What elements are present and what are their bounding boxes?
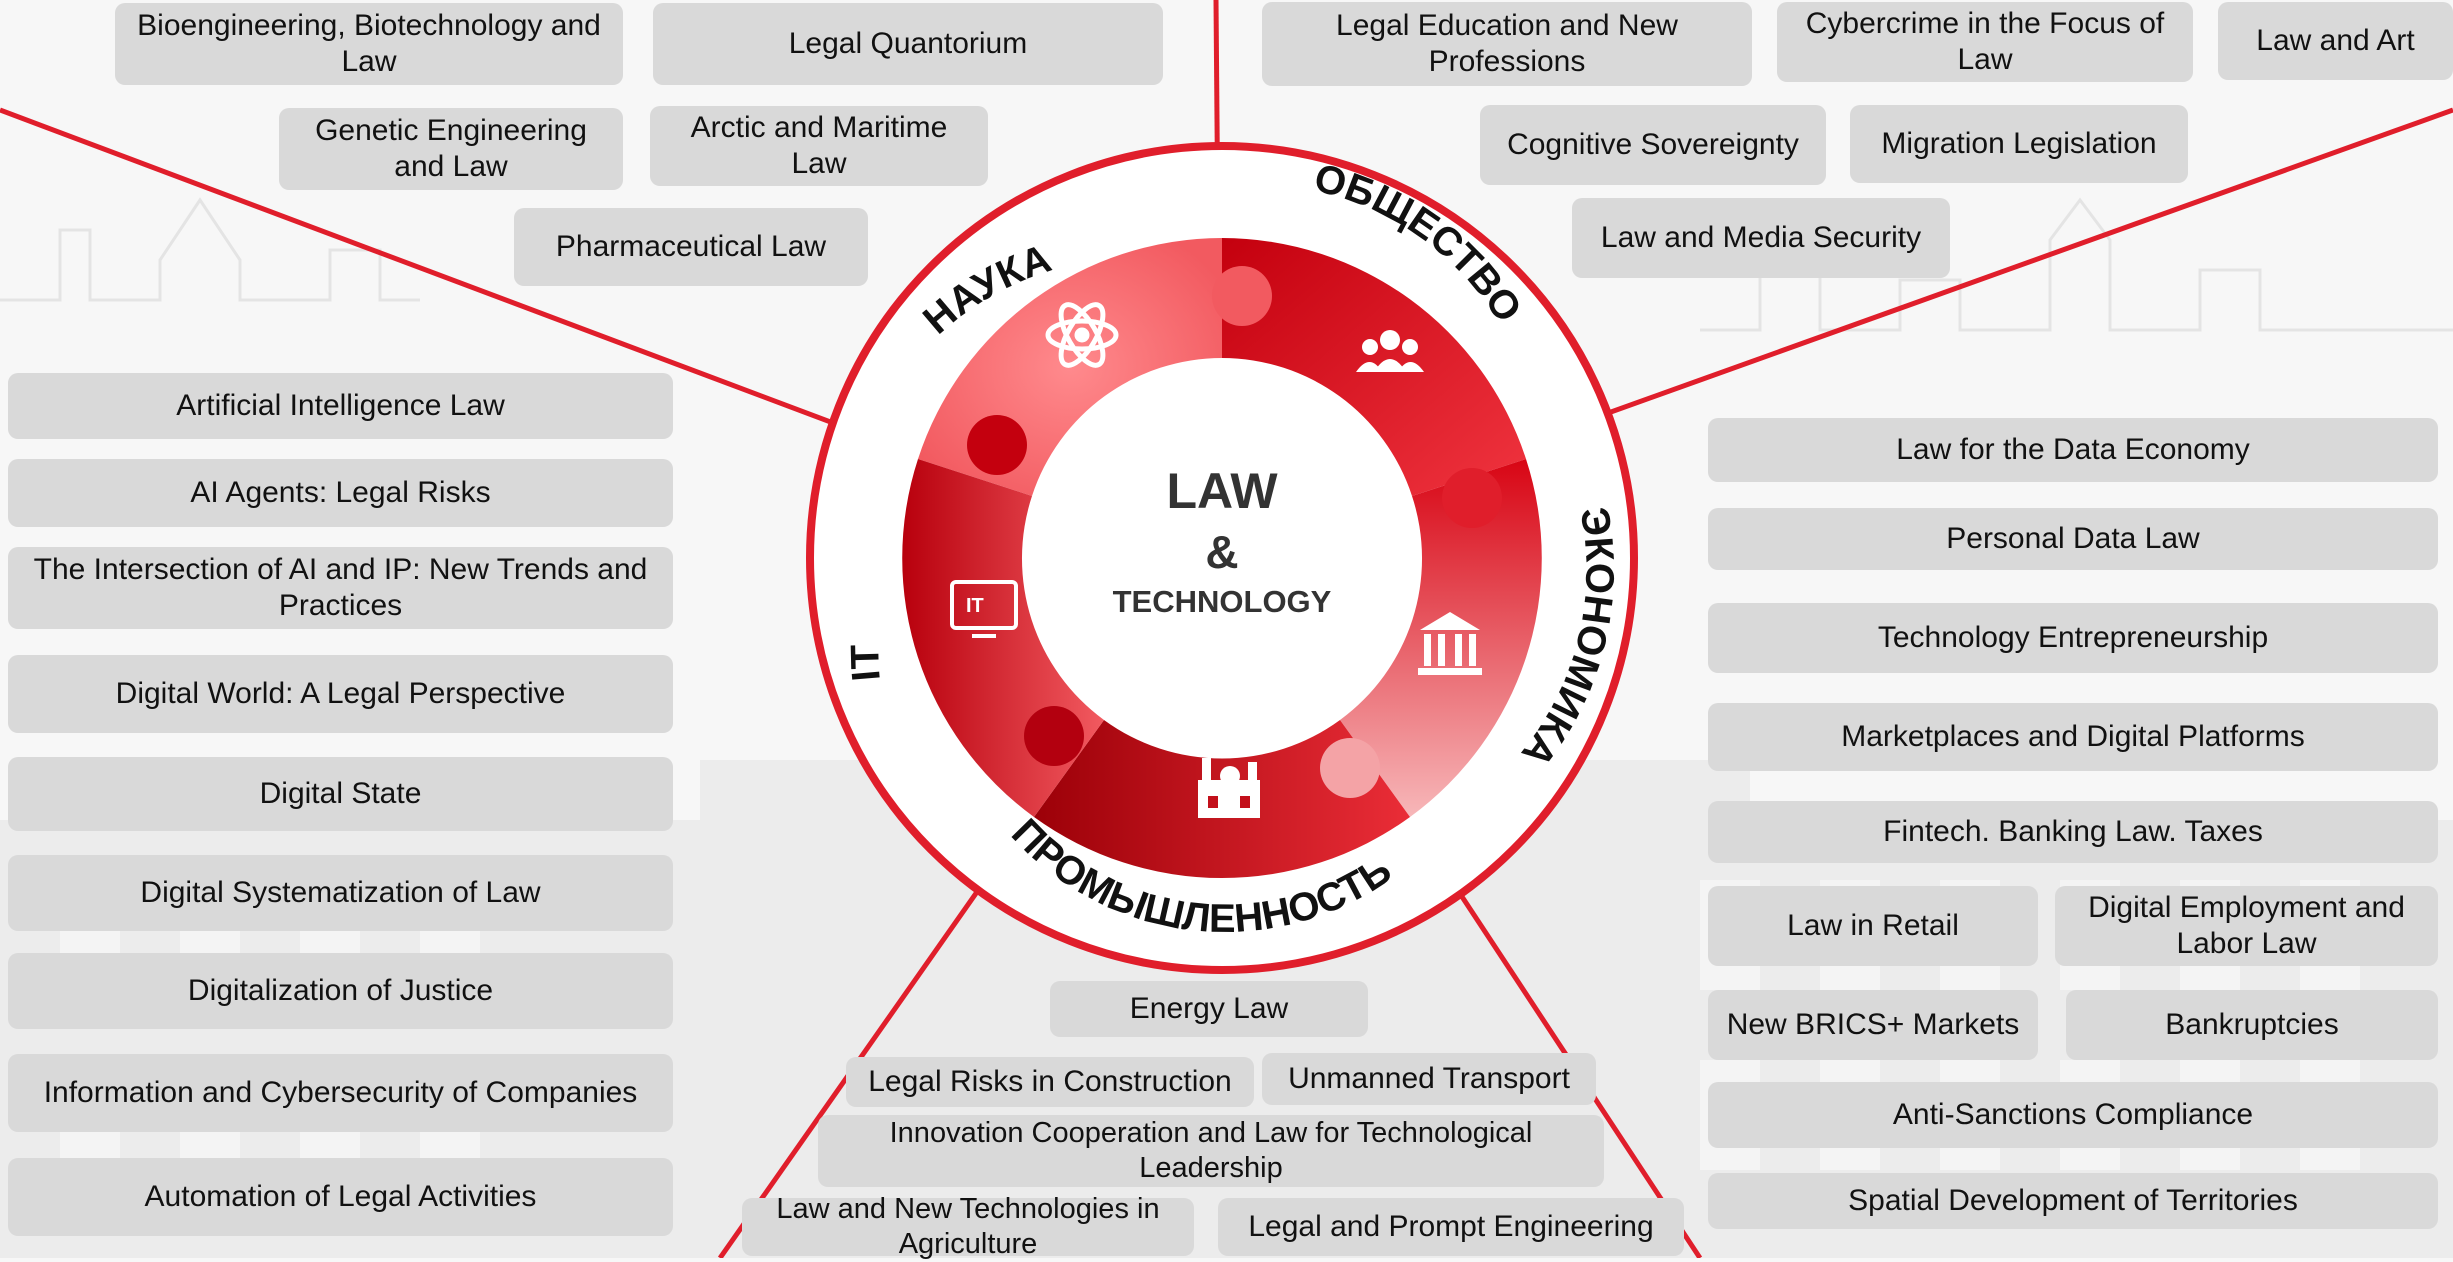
- topic-ai-law: Artificial Intelligence Law: [8, 373, 673, 439]
- topic-construction-risks: Legal Risks in Construction: [846, 1057, 1254, 1107]
- topic-law-and-art: Law and Art: [2218, 2, 2453, 80]
- topic-bioengineering: Bioengineering, Biotechnology and Law: [115, 3, 623, 85]
- topic-innovation-cooperation: Innovation Cooperation and Law for Techn…: [818, 1115, 1604, 1187]
- topic-spatial-development: Spatial Development of Territories: [1708, 1173, 2438, 1229]
- topic-fintech: Fintech. Banking Law. Taxes: [1708, 801, 2438, 863]
- topic-migration-legislation: Migration Legislation: [1850, 105, 2188, 183]
- it-monitor-icon: IT: [950, 580, 1018, 638]
- topic-digital-state: Digital State: [8, 757, 673, 831]
- topic-cybersecurity-companies: Information and Cybersecurity of Compani…: [8, 1054, 673, 1132]
- topic-digital-employment: Digital Employment and Labor Law: [2055, 886, 2438, 966]
- topic-cybercrime: Cybercrime in the Focus of Law: [1777, 2, 2193, 82]
- bank-icon: [1418, 612, 1482, 675]
- topic-marketplaces: Marketplaces and Digital Platforms: [1708, 703, 2438, 771]
- topic-law-media-security: Law and Media Security: [1572, 198, 1950, 278]
- topic-anti-sanctions: Anti-Sanctions Compliance: [1708, 1082, 2438, 1148]
- topic-automation-legal: Automation of Legal Activities: [8, 1158, 673, 1236]
- topic-energy-law: Energy Law: [1050, 981, 1368, 1037]
- topic-digital-systematization: Digital Systematization of Law: [8, 855, 673, 931]
- topic-cognitive-sovereignty: Cognitive Sovereignty: [1480, 105, 1826, 185]
- topic-ai-agents: AI Agents: Legal Risks: [8, 459, 673, 527]
- topic-digitalization-justice: Digitalization of Justice: [8, 953, 673, 1029]
- topic-genetic-engineering: Genetic Engineering and Law: [279, 108, 623, 190]
- sector-label-it: IT: [843, 644, 889, 683]
- center-title-law: LAW: [1166, 463, 1278, 519]
- topic-arctic-maritime: Arctic and Maritime Law: [650, 106, 988, 186]
- topic-digital-world: Digital World: A Legal Perspective: [8, 655, 673, 733]
- topic-legal-education: Legal Education and New Professions: [1262, 2, 1752, 86]
- topic-agriculture: Law and New Technologies in Agriculture: [742, 1193, 1194, 1260]
- topic-prompt-engineering: Legal and Prompt Engineering: [1218, 1198, 1684, 1256]
- topic-personal-data: Personal Data Law: [1708, 508, 2438, 570]
- factory-icon: [1198, 758, 1260, 818]
- topic-unmanned-transport: Unmanned Transport: [1262, 1053, 1596, 1105]
- topic-tech-entrepreneurship: Technology Entrepreneurship: [1708, 603, 2438, 673]
- topic-brics: New BRICS+ Markets: [1708, 990, 2038, 1060]
- topic-data-economy: Law for the Data Economy: [1708, 418, 2438, 482]
- topic-ai-ip: The Intersection of AI and IP: New Trend…: [8, 547, 673, 629]
- center-ampersand: &: [1205, 526, 1239, 578]
- atom-icon: [1045, 302, 1119, 368]
- topic-legal-quantorium: Legal Quantorium: [653, 3, 1163, 85]
- center-title-technology: TECHNOLOGY: [1112, 584, 1332, 619]
- topic-pharmaceutical-law: Pharmaceutical Law: [514, 208, 868, 286]
- svg-text:IT: IT: [966, 595, 984, 617]
- topic-law-retail: Law in Retail: [1708, 886, 2038, 966]
- topic-bankruptcies: Bankruptcies: [2066, 990, 2438, 1060]
- center-circle: [1024, 360, 1420, 756]
- people-icon: [1356, 330, 1424, 372]
